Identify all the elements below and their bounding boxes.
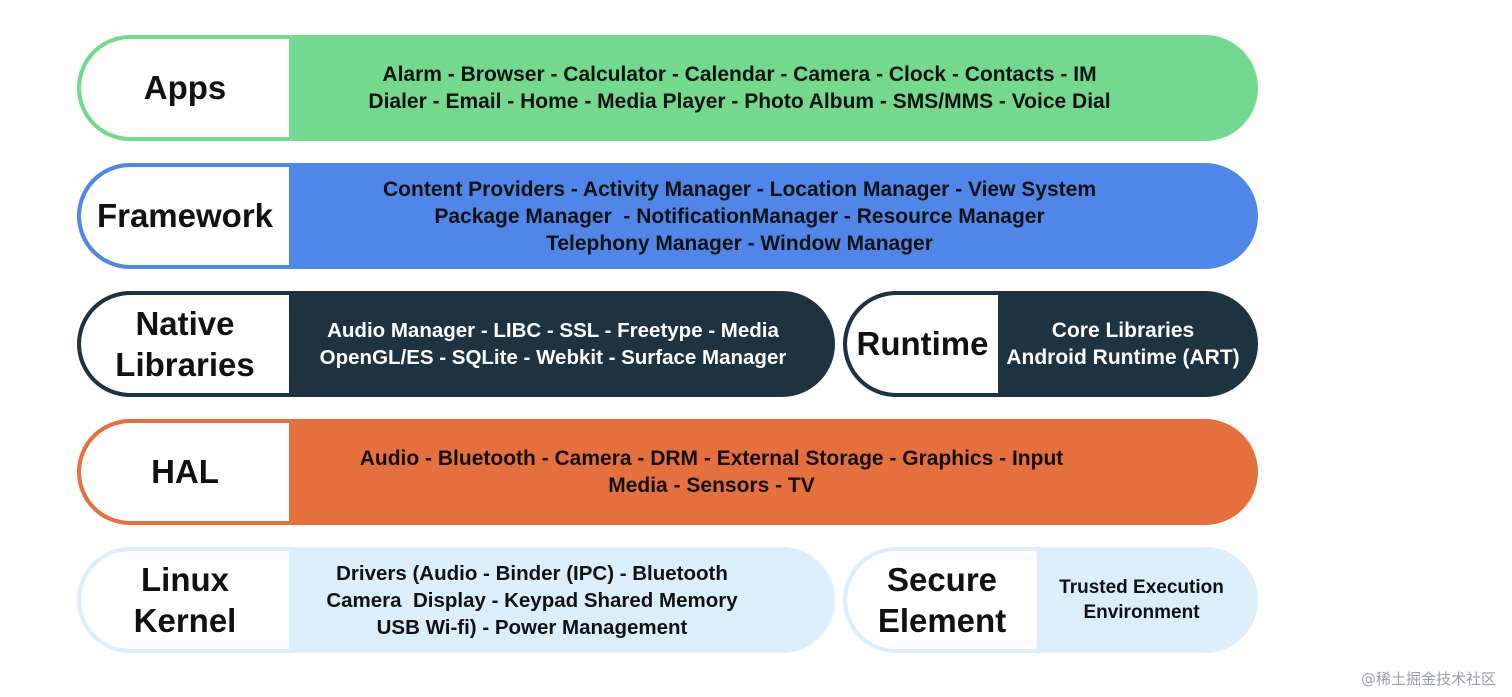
native-libraries-label: Native Libraries — [115, 304, 255, 383]
runtime-label: Runtime — [856, 325, 989, 363]
native-libraries-line-1: Audio Manager - LIBC - SSL - Freetype - … — [327, 319, 779, 342]
secure-element-label: Secure Element — [877, 560, 1007, 639]
hal-content: Audio - Bluetooth - Camera - DRM - Exter… — [289, 423, 1254, 521]
secure-element-line-2: Environment — [1083, 602, 1200, 623]
apps-line-1: Alarm - Browser - Calculator - Calendar … — [382, 63, 1097, 86]
native-libraries-content: Audio Manager - LIBC - SSL - Freetype - … — [289, 295, 831, 393]
apps-content: Alarm - Browser - Calculator - Calendar … — [289, 39, 1254, 137]
linux-kernel-layer: Linux Kernel Drivers (Audio - Binder (IP… — [77, 547, 835, 653]
apps-label: Apps — [143, 69, 227, 107]
secure-element-layer: Secure Element Trusted Execution Environ… — [843, 547, 1258, 653]
framework-label-box: Framework — [81, 167, 289, 265]
apps-layer: Apps Alarm - Browser - Calculator - Cale… — [77, 35, 1258, 141]
runtime-line-1: Core Libraries — [1051, 319, 1195, 342]
linux-kernel-content: Drivers (Audio - Binder (IPC) - Bluetoot… — [289, 551, 831, 649]
runtime-layer: Runtime Core Libraries Android Runtime (… — [843, 291, 1258, 397]
watermark: @稀土掘金技术社区 — [1360, 670, 1496, 688]
hal-line-1: Audio - Bluetooth - Camera - DRM - Exter… — [359, 447, 1064, 470]
hal-label-box: HAL — [81, 423, 289, 521]
framework-line-2: Package Manager - NotificationManager - … — [434, 204, 1045, 228]
linux-kernel-label: Linux Kernel — [133, 560, 237, 639]
linux-kernel-line-1: Drivers (Audio - Binder (IPC) - Bluetoot… — [336, 561, 728, 585]
apps-line-2: Dialer - Email - Home - Media Player - P… — [368, 90, 1111, 113]
secure-element-label-box: Secure Element — [847, 551, 1037, 649]
hal-label: HAL — [151, 453, 219, 491]
secure-element-content: Trusted Execution Environment — [1037, 551, 1254, 649]
framework-line-3: Telephony Manager - Window Manager — [546, 231, 933, 255]
native-libraries-line-2: OpenGL/ES - SQLite - Webkit - Surface Ma… — [319, 346, 787, 369]
runtime-label-box: Runtime — [847, 295, 998, 393]
native-libraries-layer: Native Libraries Audio Manager - LIBC - … — [77, 291, 835, 397]
hal-line-2: Media - Sensors - TV — [608, 474, 815, 497]
apps-label-box: Apps — [81, 39, 289, 137]
runtime-content: Core Libraries Android Runtime (ART) — [998, 295, 1254, 393]
framework-line-1: Content Providers - Activity Manager - L… — [383, 177, 1096, 201]
linux-kernel-line-2: Camera Display - Keypad Shared Memory — [326, 588, 738, 612]
framework-content: Content Providers - Activity Manager - L… — [289, 167, 1254, 265]
secure-element-line-1: Trusted Execution — [1059, 577, 1224, 598]
framework-layer: Framework Content Providers - Activity M… — [77, 163, 1258, 269]
hal-layer: HAL Audio - Bluetooth - Camera - DRM - E… — [77, 419, 1258, 525]
native-libraries-label-box: Native Libraries — [81, 295, 289, 393]
linux-kernel-line-3: USB Wi-fi) - Power Management — [376, 615, 688, 639]
runtime-line-2: Android Runtime (ART) — [1006, 346, 1240, 369]
linux-kernel-label-box: Linux Kernel — [81, 551, 289, 649]
framework-label: Framework — [96, 197, 274, 235]
